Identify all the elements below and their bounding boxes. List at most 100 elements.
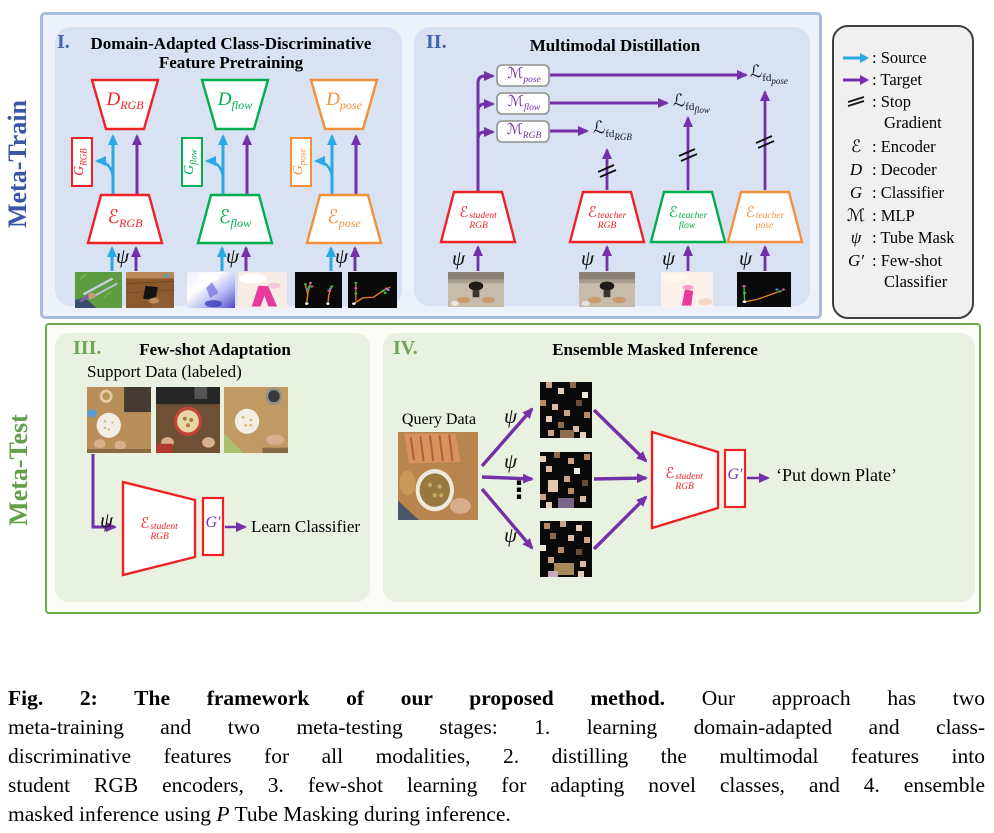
section-iv-title: Ensemble Masked Inference (552, 340, 758, 359)
mask-encoder-arrow (592, 408, 648, 463)
cyan-arrow-icon (841, 48, 871, 68)
legend-item-fewshot-classifier-line2: Classifier (884, 272, 948, 291)
query-image (398, 432, 478, 520)
column-flow (181, 78, 287, 308)
purple-arrow-icon (841, 70, 871, 90)
legend-item-mlp: ℳ: MLP (841, 205, 969, 227)
tube-mask-symbol: ψ (739, 246, 753, 270)
masked-clip-image-1 (540, 382, 592, 438)
section-iii-diagram (87, 387, 288, 577)
loss-fd-rgb-label: ℒfdRGB (593, 118, 632, 142)
teacher-rgb-encoder-shape (568, 190, 646, 244)
decoder-symbol: D (849, 160, 863, 179)
panel-section-iii (55, 333, 370, 602)
mlp-flow-label: ℳflow (507, 94, 541, 113)
legend-item-target: : Target (841, 69, 969, 91)
caption-bold: Fig. 2: The framework of our proposed me… (8, 686, 666, 710)
legend-item-source: : Source (841, 47, 969, 69)
tube-mask-symbol: ψ (850, 228, 862, 247)
rgb-target-image (126, 272, 174, 308)
tube-mask-symbol: ψ (581, 246, 595, 270)
column-pose (290, 78, 397, 308)
teacher-flow-input-image (661, 272, 713, 307)
decoder-pose-shape (309, 78, 379, 131)
target-arrow-to-mlp-pose (476, 71, 495, 192)
classifier-rgb-label: GRGB (72, 148, 89, 176)
loss-fd-pose-label: ℒfdpose (750, 62, 788, 86)
legend-item-tube-mask: ψ: Tube Mask (841, 227, 969, 249)
source-branch-arrow (314, 156, 334, 181)
section-ii-diagram (439, 64, 804, 307)
student-encoder-shape (121, 480, 197, 577)
stop-gradient-mark (597, 164, 617, 178)
section-iv-numeral: IV. (393, 337, 418, 359)
teacher-pose-input-image (737, 272, 791, 307)
query-mask-arrow (481, 473, 534, 484)
mask-encoder-arrow (593, 473, 648, 484)
fewshot-classifier-symbol: G′ (848, 251, 864, 270)
mask-encoder-arrow (592, 495, 648, 551)
mlp-rgb-box (496, 120, 550, 143)
teacher-flow-encoder-shape (649, 190, 727, 244)
stop-gradient-mark (678, 148, 698, 162)
pose-target-image (348, 272, 397, 308)
tube-mask-symbol: ψ (504, 404, 518, 428)
diagram-layer (71, 64, 804, 577)
support-data-label: Support Data (labeled) (87, 362, 242, 381)
meta-test-label: Meta-Test (4, 414, 33, 526)
caption-line-2: meta-training and two meta-testing stage… (8, 715, 985, 739)
tube-mask-symbol: ψ (100, 508, 114, 532)
tube-mask-symbol: ψ (452, 246, 466, 270)
caption-line-3: discriminative features for all modaliti… (8, 744, 985, 768)
student-encoder-shape (439, 190, 517, 244)
mlp-symbol: ℳ (846, 206, 866, 225)
legend-box (832, 25, 974, 319)
legend-item-encoder: ℰ: Encoder (841, 136, 969, 158)
teacher-rgb-input-image (579, 272, 635, 307)
mlp-rgb-label: ℳRGB (506, 122, 542, 141)
ellipsis-dots: ⋮ (507, 478, 531, 504)
fewshot-classifier-label: G′ (727, 466, 743, 483)
section-iii-numeral: III. (73, 337, 102, 359)
prediction-label: ‘Put down Plate’ (776, 465, 897, 485)
tube-mask-symbol: ψ (662, 246, 676, 270)
section-ii-title: Multimodal Distillation (529, 36, 701, 55)
encoder-flow-shape (196, 193, 274, 245)
section-iii-title: Few-shot Adaptation (139, 340, 291, 359)
mlp-flow-box (496, 92, 550, 115)
legend-item-classifier: G: Classifier (841, 182, 969, 204)
fewshot-classifier-box (201, 496, 225, 557)
legend-item-stop-gradient: : Stop (841, 91, 969, 113)
classifier-flow-label: Gflow (182, 149, 199, 175)
flow-source-image (187, 272, 235, 308)
decoder-rgb-label: DRGB (106, 89, 144, 113)
support-to-encoder-arrow (91, 454, 117, 532)
encoder-rgb-shape (86, 193, 164, 245)
source-branch-arrow (205, 156, 225, 181)
legend-item-stop-gradient-line2: Gradient (884, 113, 942, 132)
encoder-flow-label: ℰflow (218, 207, 252, 231)
caption-line-1: Fig. 2: The framework of our proposed me… (8, 686, 985, 710)
tube-mask-symbol: ψ (504, 523, 518, 547)
classifier-symbol: G (849, 183, 863, 202)
query-mask-arrow (480, 487, 534, 550)
tube-mask-symbol: ψ (226, 244, 240, 268)
target-arrow-to-mlp-rgb (476, 127, 495, 192)
encoder-pose-shape (305, 193, 383, 245)
mlp-pose-label: ℳpose (507, 66, 541, 85)
query-data-label: Query Data (401, 411, 477, 428)
section-i-numeral: I. (57, 31, 70, 53)
student-encoder-shape (650, 430, 720, 530)
section-i-title-line1: Domain-Adapted Class-Discriminative (90, 34, 372, 53)
source-branch-arrow (95, 156, 115, 181)
column-rgb (71, 78, 174, 308)
section-iv-diagram (398, 382, 770, 577)
stop-gradient-icon (841, 92, 871, 112)
